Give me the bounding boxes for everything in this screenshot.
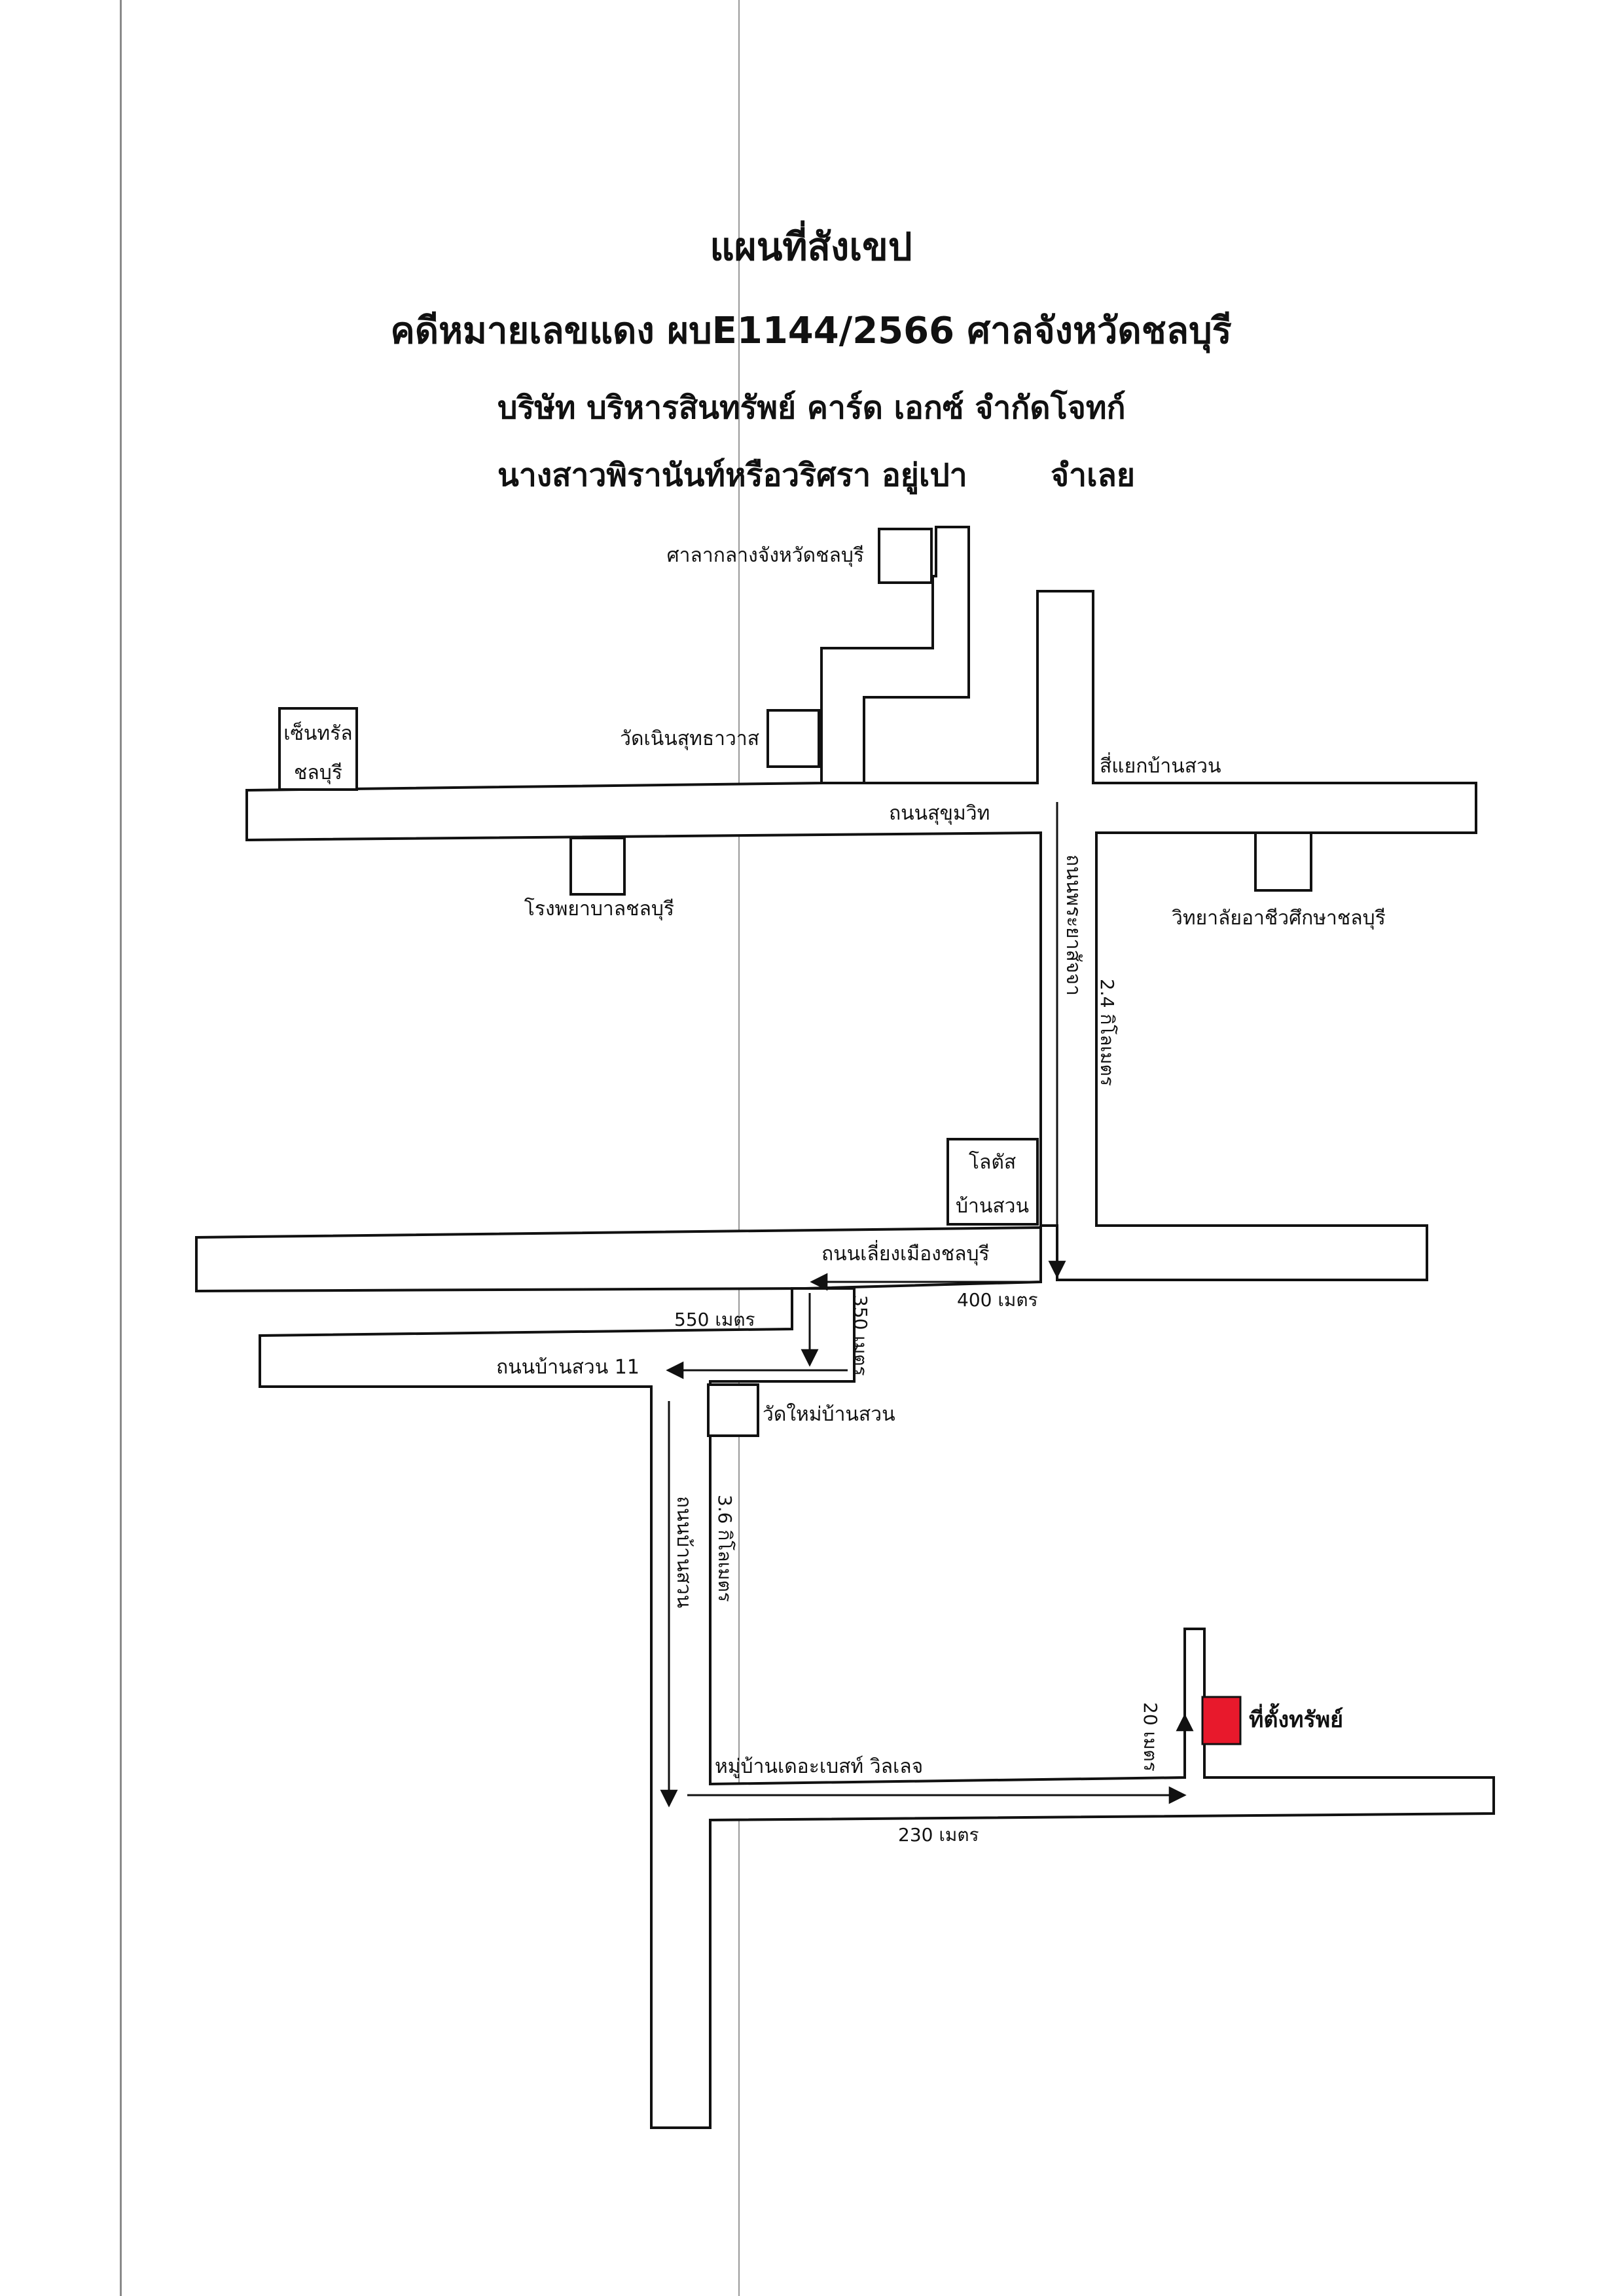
lotus-label-line2: บ้านสวน — [956, 1195, 1029, 1218]
village-label: หมู่บ้านเดอะเบสท์ วิลเลจ — [715, 1755, 923, 1778]
central-label-line1: เซ็นทรัล — [283, 721, 352, 745]
lotus-box — [946, 1138, 1039, 1226]
central-box — [278, 707, 358, 791]
distance-400m: 400 เมตร — [957, 1289, 1038, 1311]
central-label-line2: ชลบุรี — [294, 761, 342, 785]
defendant-name: นางสาวพิรานันท์หรือวริศรา อยู่เปา — [497, 457, 967, 494]
defendant-role: จำเลย — [1051, 457, 1136, 494]
wat-noen-box — [766, 709, 820, 768]
case-number: คดีหมายเลขแดง ผบE1144/2566 ศาลจังหวัดชลบ… — [390, 310, 1232, 352]
plaintiff-role: โจทก์ — [1051, 390, 1126, 426]
wat-mai-label: วัดใหม่บ้านสวน — [763, 1403, 895, 1426]
intersection-label: สี่แยกบ้านสวน — [1100, 752, 1221, 778]
lotus-label-line1: โลตัส — [969, 1150, 1016, 1174]
bypass-label: ถนนเลี่ยงเมืองชลบุรี — [821, 1240, 990, 1266]
ban-suan-11-road — [259, 1287, 1495, 2129]
fold-line — [738, 0, 740, 2296]
provincial-court-box — [878, 528, 933, 584]
sukhumvit-label: ถนนสุขุมวิท — [889, 802, 990, 826]
hospital-box — [569, 837, 626, 896]
wat-noen-label: วัดเนินสุทธาวาส — [620, 727, 759, 751]
distance-20m: 20 เมตร — [1140, 1702, 1161, 1772]
ban-suan-11-label: ถนนบ้านสวน 11 — [496, 1356, 640, 1379]
bypass-road — [195, 1226, 1042, 1293]
page-left-edge — [120, 0, 122, 2296]
college-box — [1254, 831, 1312, 892]
wat-mai-box — [707, 1383, 759, 1437]
college-label: วิทยาลัยอาชีวศึกษาชลบุรี — [1172, 907, 1386, 930]
provincial-court-label: ศาลากลางจังหวัดชลบุรี — [667, 544, 864, 568]
court-access-road — [820, 526, 970, 784]
property-marker — [1201, 1696, 1242, 1745]
distance-550m: 550 เมตร — [674, 1309, 755, 1330]
property-label: ที่ตั้งทรัพย์ — [1249, 1703, 1343, 1733]
distance-3-6km: 3.6 กิโลเมตร — [714, 1495, 736, 1602]
distance-350m: 350 เมตร — [850, 1295, 871, 1376]
distance-2-4km: 2.4 กิโลเมตร — [1096, 979, 1118, 1086]
lower-vertical-road-label: ถนนบ้านสวน — [672, 1496, 695, 1608]
hospital-label: โรงพยาบาลชลบุรี — [524, 897, 674, 921]
plaintiff-name: บริษัท บริหารสินทรัพย์ คาร์ด เอกซ์ จำกัด — [497, 390, 1051, 426]
vertical-road-label: ถนนพระยาสัจจา — [1062, 854, 1085, 996]
distance-230m: 230 เมตร — [898, 1824, 979, 1846]
map-title: แผนที่สังเขป — [710, 225, 912, 269]
